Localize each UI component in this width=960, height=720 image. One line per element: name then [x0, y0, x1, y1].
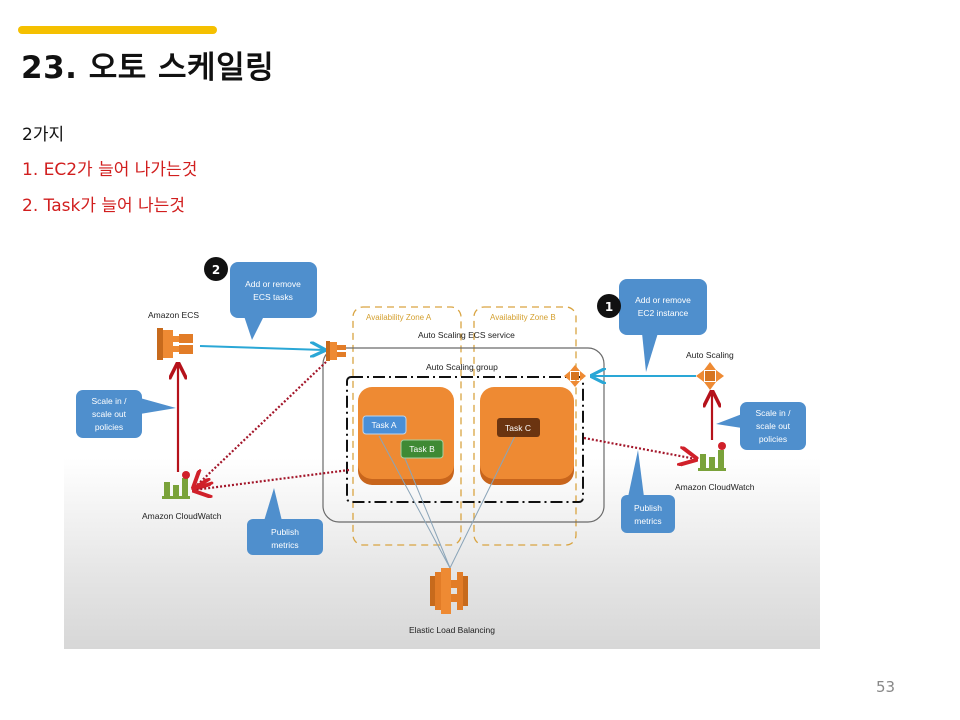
svg-text:scale out: scale out: [92, 409, 127, 419]
elastic-load-balancing-icon: [430, 568, 468, 614]
svg-text:Add or remove: Add or remove: [245, 279, 301, 289]
bubble-add-remove-ecs-tasks: Add or remove ECS tasks: [230, 262, 317, 340]
asg-scaling-icon: [564, 365, 586, 387]
list-item-task: 2. Task가 늘어 나는것: [22, 196, 185, 216]
svg-text:2: 2: [212, 263, 220, 277]
cloudwatch-right-icon: [698, 442, 726, 471]
diagram-canvas: Availability Zone A Availability Zone B …: [76, 257, 806, 635]
page-number: 53: [876, 678, 896, 696]
auto-scaling-label: Auto Scaling: [686, 350, 734, 360]
svg-text:Publish: Publish: [634, 503, 662, 513]
bubble-add-remove-ec2: Add or remove EC2 instance: [619, 279, 707, 372]
task-c: Task C: [497, 418, 540, 437]
svg-text:Scale in /: Scale in /: [92, 396, 128, 406]
amazon-ecs-label: Amazon ECS: [148, 310, 199, 320]
amazon-ecs-icon: [157, 328, 193, 360]
zone-a-label: Availability Zone A: [366, 313, 432, 322]
task-c-label: Task C: [505, 423, 531, 433]
task-a-label: Task A: [371, 420, 396, 430]
svg-text:Add or remove: Add or remove: [635, 295, 691, 305]
availability-zone-b: Availability Zone B: [473, 306, 577, 546]
bubble-publish-metrics-right: Publish metrics: [621, 450, 675, 533]
slide-title: 23. 오토 스케일링: [21, 50, 275, 86]
svg-text:scale out: scale out: [756, 421, 791, 431]
svg-text:ECS tasks: ECS tasks: [253, 292, 293, 302]
architecture-diagram: Availability Zone A Availability Zone B …: [64, 252, 820, 649]
accent-bar: [18, 26, 217, 34]
ecs-service-label: Auto Scaling ECS service: [418, 330, 515, 340]
bubble-policies-right: Scale in / scale out policies: [716, 402, 806, 450]
elb-connection-lines: [378, 435, 516, 569]
task-b-label: Task B: [409, 444, 435, 454]
elb-label: Elastic Load Balancing: [409, 625, 495, 635]
arrow-asg-metrics-right: [583, 436, 696, 459]
task-b: Task B: [400, 439, 444, 459]
cloudwatch-left-label: Amazon CloudWatch: [142, 511, 222, 521]
cloudwatch-left-icon: [162, 471, 190, 499]
ec2-instance-a: [358, 387, 454, 485]
svg-text:Scale in /: Scale in /: [756, 408, 792, 418]
cloudwatch-right-label: Amazon CloudWatch: [675, 482, 755, 492]
task-a: Task A: [362, 415, 407, 435]
arrow-service-metrics-left: [194, 361, 327, 488]
zone-b-label: Availability Zone B: [490, 313, 556, 322]
svg-text:policies: policies: [759, 434, 787, 444]
arrow-asg-metrics-left: [194, 468, 350, 490]
svg-text:Publish: Publish: [271, 527, 299, 537]
svg-text:policies: policies: [95, 422, 123, 432]
svg-text:metrics: metrics: [271, 540, 298, 550]
svg-text:metrics: metrics: [634, 516, 661, 526]
arrow-ecs-to-service: [199, 346, 324, 350]
auto-scaling-icon: [696, 362, 724, 390]
ecs-service-icon: [326, 341, 346, 361]
availability-zone-a: Availability Zone A: [352, 306, 462, 546]
ecs-service-box: Auto Scaling ECS service: [322, 330, 605, 523]
asg-label: Auto Scaling group: [426, 362, 498, 372]
intro-text: 2가지: [22, 125, 65, 145]
svg-text:EC2 instance: EC2 instance: [638, 308, 689, 318]
auto-scaling-group-box: Auto Scaling group: [346, 362, 584, 503]
bubble-publish-metrics-left: Publish metrics: [247, 488, 323, 555]
badge-1: 1: [597, 294, 621, 318]
list-item-ec2: 1. EC2가 늘어 나가는것: [22, 160, 198, 180]
badge-2: 2: [204, 257, 228, 281]
bubble-policies-left: Scale in / scale out policies: [76, 390, 176, 438]
svg-text:1: 1: [605, 300, 613, 314]
